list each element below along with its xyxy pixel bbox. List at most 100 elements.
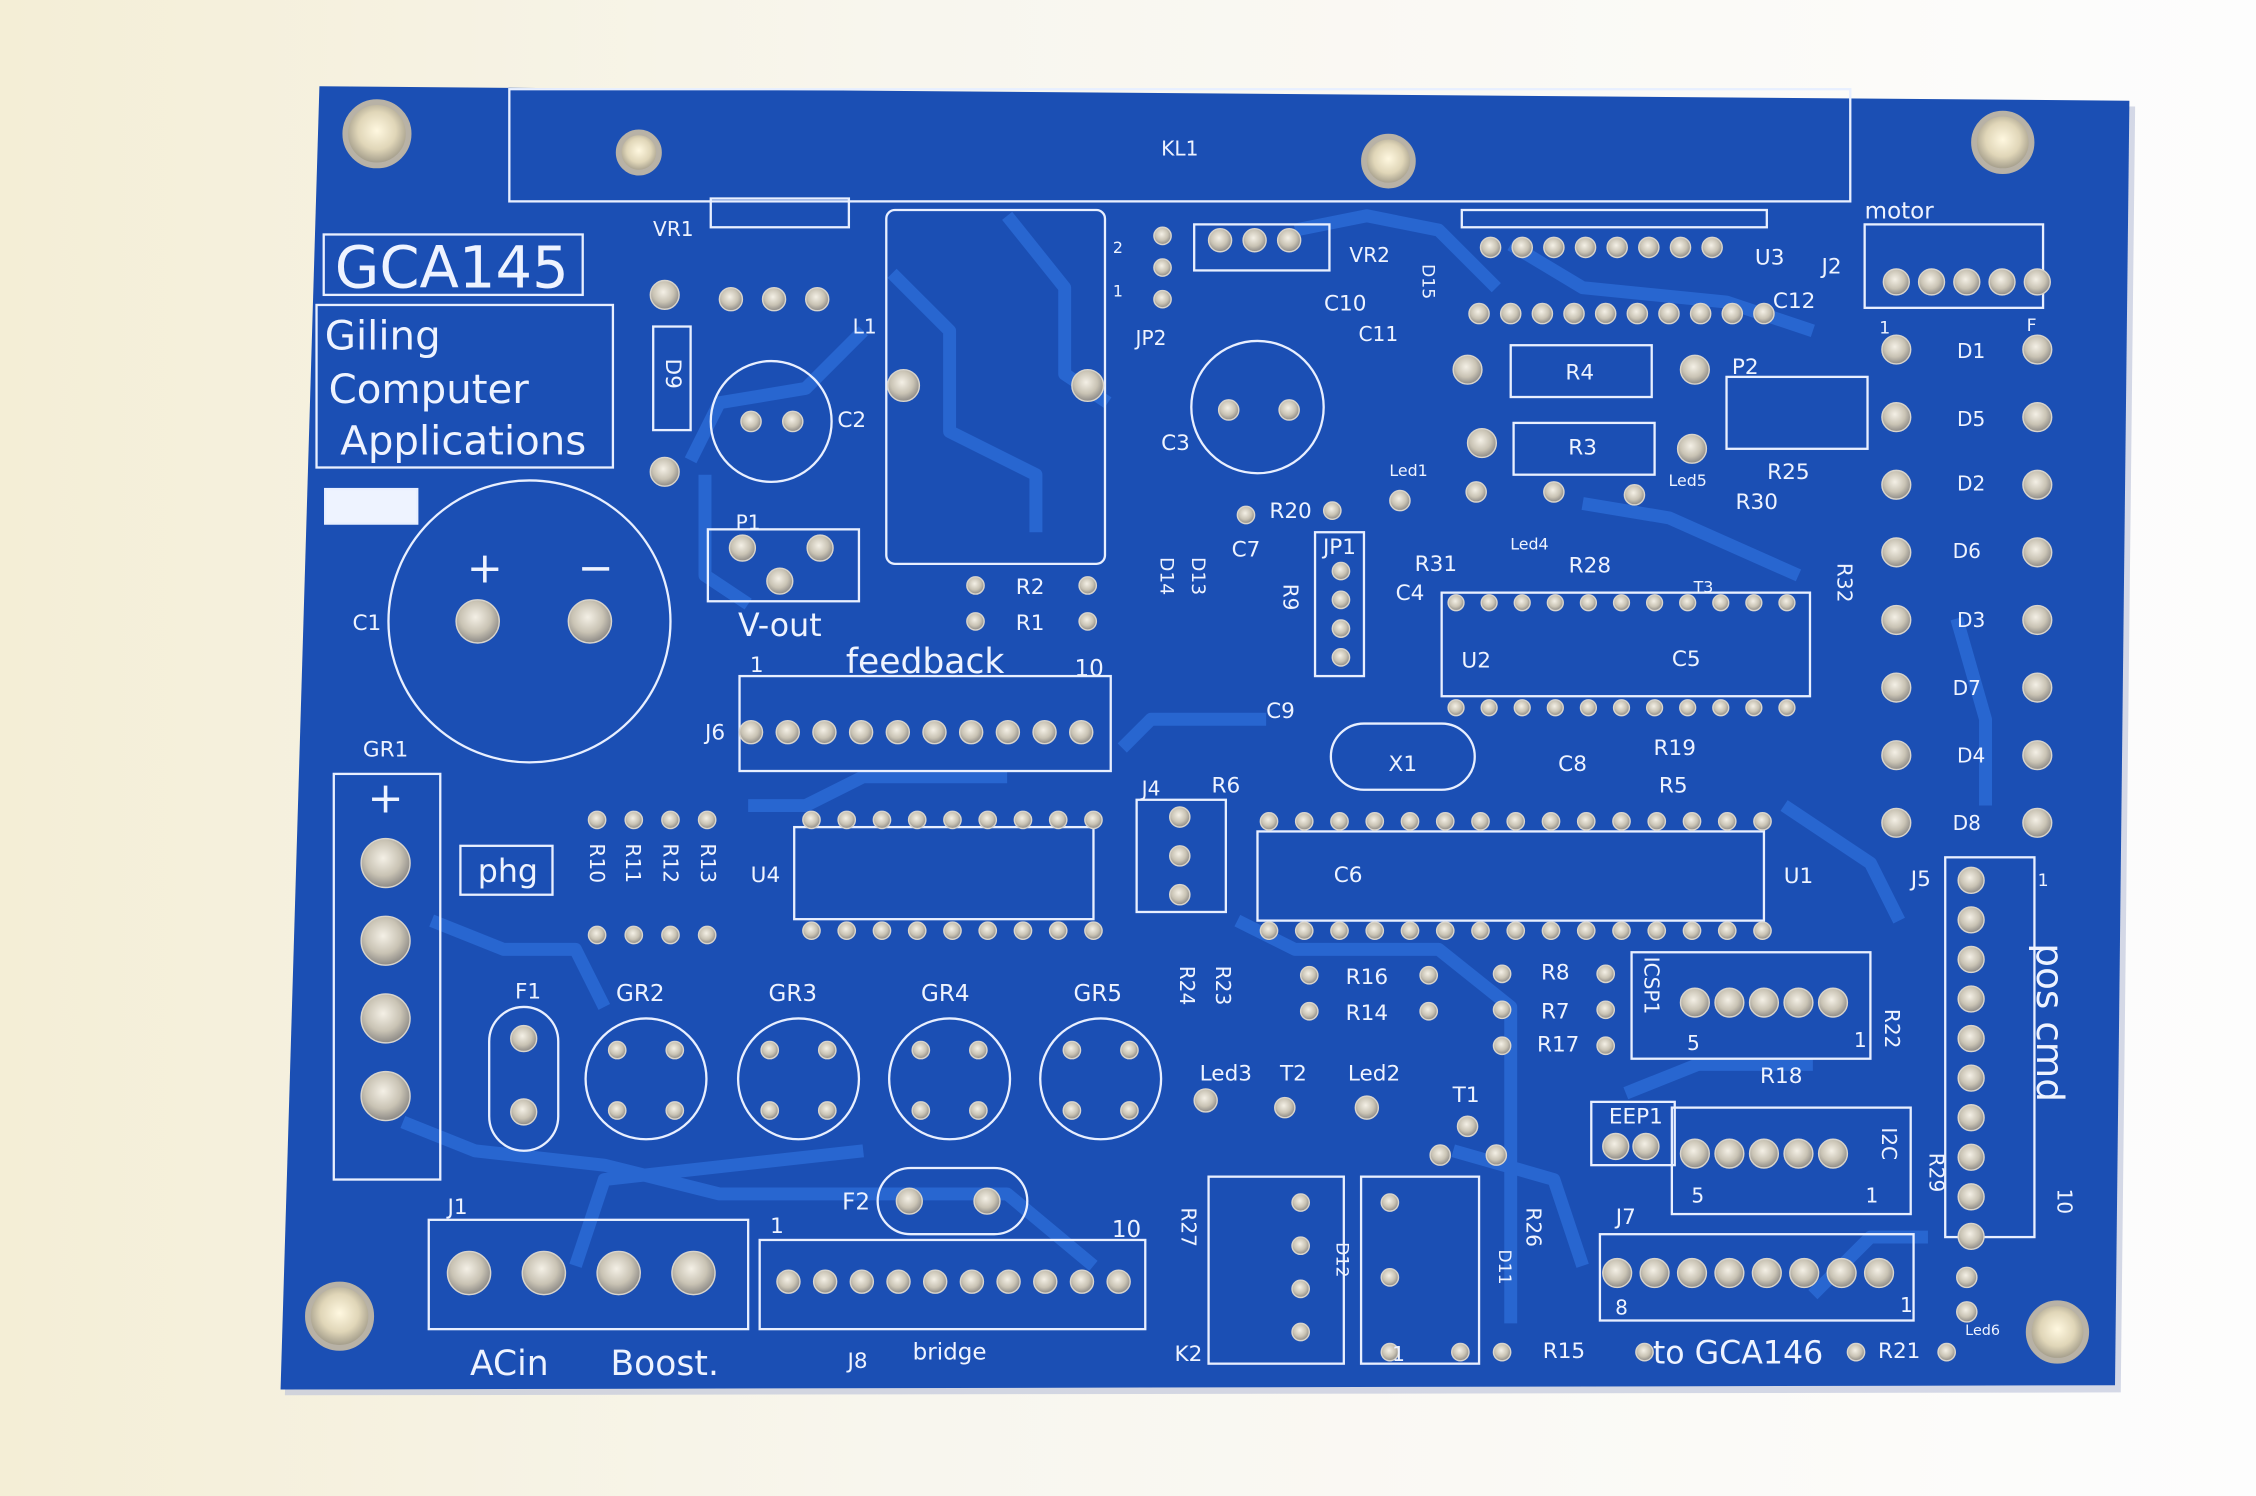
solder-pad bbox=[1717, 812, 1737, 831]
solder-pad bbox=[1576, 921, 1596, 941]
solder-pad bbox=[1789, 1257, 1820, 1289]
silkscreen-label-d9: D9 bbox=[660, 358, 685, 388]
solder-pad bbox=[1331, 619, 1351, 638]
solder-pad bbox=[1626, 302, 1649, 325]
silkscreen-label-c11: C11 bbox=[1359, 322, 1399, 346]
silkscreen-label-vr2: VR2 bbox=[1349, 243, 1390, 267]
silkscreen-label-r25: R25 bbox=[1767, 460, 1809, 485]
solder-pad bbox=[1957, 1064, 1985, 1092]
solder-pad bbox=[1452, 354, 1483, 385]
solder-pad bbox=[1278, 399, 1300, 421]
silkscreen-label-feedback: feedback bbox=[846, 642, 1005, 682]
silkscreen-label-jp2_1: 1 bbox=[1113, 281, 1123, 300]
solder-pad bbox=[872, 921, 892, 941]
solder-pad bbox=[1207, 227, 1233, 253]
solder-pad bbox=[1492, 964, 1512, 984]
silkscreen-label-gr1: GR1 bbox=[363, 738, 408, 763]
solder-pad bbox=[1679, 1138, 1710, 1169]
silkscreen-label-poscmd: pos cmd bbox=[2028, 943, 2072, 1102]
solder-pad bbox=[1596, 1000, 1616, 1020]
solder-pad bbox=[1419, 965, 1439, 985]
solder-pad bbox=[1048, 921, 1068, 941]
solder-pad bbox=[1193, 1088, 1218, 1113]
solder-pad bbox=[1468, 302, 1490, 325]
solder-pad bbox=[2022, 672, 2053, 703]
solder-pad bbox=[1291, 1322, 1311, 1342]
solder-pad bbox=[1882, 268, 1910, 296]
mounting-hole bbox=[615, 129, 662, 176]
silkscreen-label-k2: K2 bbox=[1174, 1342, 1202, 1367]
solder-pad bbox=[1322, 501, 1342, 521]
solder-pad bbox=[728, 534, 757, 562]
silkscreen-label-r32: R32 bbox=[1832, 563, 1856, 603]
solder-pad bbox=[1400, 812, 1420, 831]
silkscreen-label-u4: U4 bbox=[751, 863, 781, 888]
solder-pad bbox=[1778, 699, 1796, 717]
silkscreen-label-giling: Giling bbox=[325, 314, 441, 360]
solder-pad bbox=[2022, 469, 2053, 500]
solder-pad bbox=[1274, 1096, 1296, 1119]
solder-pad bbox=[1447, 699, 1465, 717]
solder-pad bbox=[1863, 1257, 1895, 1289]
silkscreen-label-minus: − bbox=[578, 544, 614, 594]
silkscreen-label-d15: D15 bbox=[1418, 264, 1438, 299]
solder-pad bbox=[1120, 1101, 1139, 1120]
solder-pad bbox=[1783, 1138, 1814, 1169]
solder-pad bbox=[1479, 236, 1502, 259]
solder-pad bbox=[1957, 1024, 1985, 1053]
solder-pad bbox=[1013, 810, 1033, 830]
solder-pad bbox=[1817, 1138, 1849, 1169]
solder-pad bbox=[1451, 1342, 1470, 1362]
silkscreen-label-j2: J2 bbox=[1820, 254, 1842, 279]
solder-pad bbox=[1033, 1269, 1058, 1294]
silkscreen-label-d4: D4 bbox=[1957, 743, 1985, 767]
silkscreen-label-to_gca146: to GCA146 bbox=[1653, 1336, 1823, 1372]
solder-pad bbox=[1748, 987, 1780, 1018]
silkscreen-label-dl1: 1 bbox=[1879, 319, 1890, 339]
silkscreen-label-d2: D2 bbox=[1957, 472, 1985, 496]
solder-pad bbox=[1594, 302, 1617, 325]
solder-pad bbox=[1956, 1301, 1978, 1323]
solder-pad bbox=[1988, 268, 2016, 296]
solder-pad bbox=[1957, 945, 1985, 974]
silkscreen-label-r27: R27 bbox=[1176, 1207, 1200, 1247]
solder-pad bbox=[1623, 484, 1646, 506]
solder-pad bbox=[1612, 921, 1631, 941]
silkscreen-label-c10: C10 bbox=[1324, 292, 1367, 317]
solder-pad bbox=[2022, 334, 2053, 365]
solder-pad bbox=[1881, 537, 1912, 568]
solder-pad bbox=[885, 719, 911, 745]
silkscreen-label-r18: R18 bbox=[1760, 1064, 1802, 1089]
solder-pad bbox=[697, 810, 717, 830]
solder-pad bbox=[1953, 268, 1981, 296]
silkscreen-label-phg: phg bbox=[478, 854, 538, 890]
silkscreen-label-f1: F1 bbox=[515, 979, 541, 1004]
solder-pad bbox=[1647, 812, 1667, 831]
solder-pad bbox=[1480, 594, 1498, 612]
solder-pad bbox=[521, 1250, 567, 1296]
solder-pad bbox=[922, 1269, 948, 1294]
solder-pad bbox=[1541, 921, 1561, 941]
silkscreen-label-r24: R24 bbox=[1175, 966, 1199, 1006]
solder-pad bbox=[1480, 699, 1498, 717]
solder-pad bbox=[1682, 921, 1702, 941]
solder-pad bbox=[1917, 268, 1946, 296]
silkscreen-label-r6: R6 bbox=[1211, 774, 1240, 799]
silkscreen-label-br10: 10 bbox=[1112, 1217, 1141, 1243]
solder-pad bbox=[849, 1269, 875, 1294]
solder-pad bbox=[995, 719, 1021, 745]
solder-pad bbox=[510, 1024, 538, 1053]
solder-pad bbox=[1937, 1342, 1957, 1362]
solder-pad bbox=[848, 719, 874, 745]
solder-pad bbox=[1294, 812, 1314, 831]
solder-pad bbox=[2022, 402, 2053, 433]
solder-pad bbox=[1712, 594, 1730, 612]
solder-pad bbox=[1299, 965, 1319, 985]
solder-pad bbox=[1471, 921, 1490, 941]
silkscreen-label-applications: Applications bbox=[340, 419, 586, 465]
silkscreen-label-fb1: 1 bbox=[750, 653, 764, 678]
solder-pad bbox=[760, 1101, 780, 1120]
solder-pad bbox=[1084, 921, 1103, 941]
solder-pad bbox=[887, 368, 921, 403]
